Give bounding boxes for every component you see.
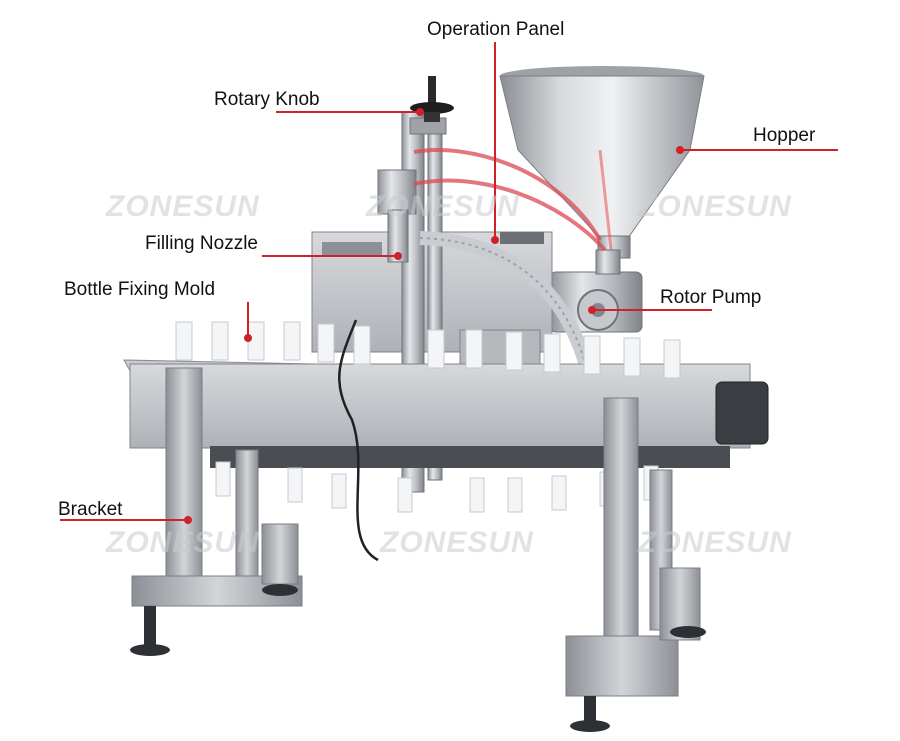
drive-motor-shape — [715, 381, 769, 445]
sensor-cable — [338, 319, 379, 562]
hopper-shape — [499, 66, 705, 259]
hopper-label: Hopper — [753, 125, 816, 146]
bottle-fixing-mold-label: Bottle Fixing Mold — [64, 279, 216, 300]
operation-panel-label: Operation Panel — [427, 19, 565, 40]
watermark-text: ZONESUN — [106, 190, 260, 223]
watermark-text: ZONESUN — [366, 190, 520, 223]
watermark-text: ZONESUN — [380, 526, 534, 559]
leveling-feet — [130, 584, 706, 732]
bracket-label: Bracket — [58, 499, 123, 520]
watermark-text: ZONESUN — [638, 190, 792, 223]
hose-shape — [413, 148, 607, 365]
conveyor-shape — [123, 359, 751, 468]
rotor-pump-label: Rotor Pump — [660, 287, 762, 308]
filling-nozzle-label: Filling Nozzle — [145, 233, 258, 254]
leader-lines — [60, 42, 838, 524]
watermark-text: ZONESUN — [106, 526, 260, 559]
watermark-text: ZONESUN — [638, 526, 792, 559]
bottles-top — [175, 321, 681, 379]
rotary-knob-label: Rotary Knob — [214, 89, 320, 110]
rotor-pump-shape — [549, 249, 643, 333]
bracket-frame-shape — [131, 367, 701, 697]
